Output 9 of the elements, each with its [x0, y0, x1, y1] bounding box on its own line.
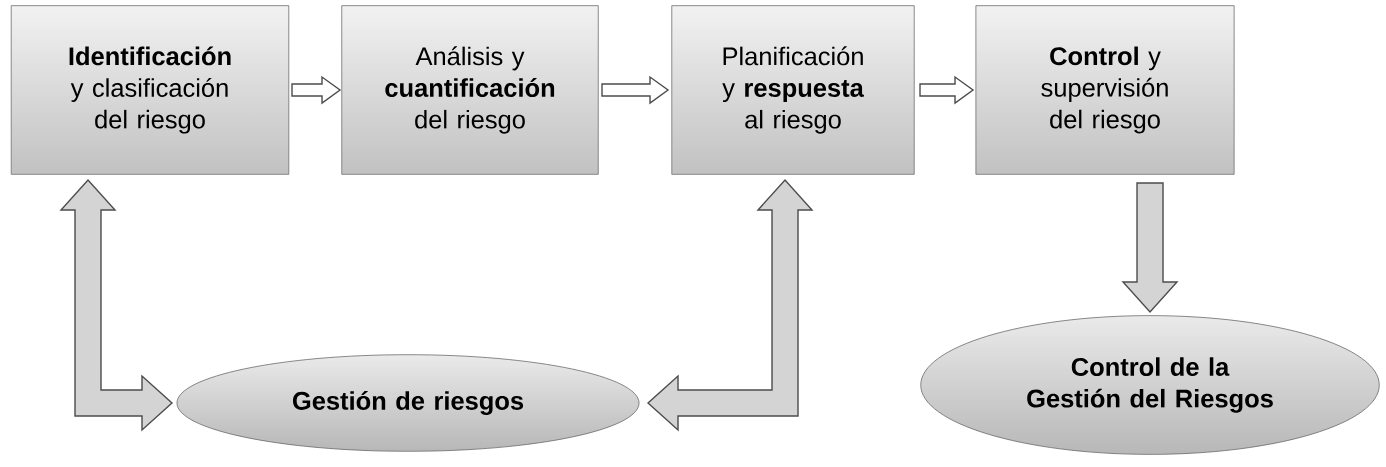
process-box: Planificación y respuesta al riesgo [671, 5, 915, 175]
block-arrow [1121, 182, 1179, 314]
block-arrow [601, 75, 670, 105]
process-box: Control y supervisión del riesgo [975, 5, 1235, 175]
process-box: Análisis y cuantificación del riesgo [341, 5, 599, 175]
block-arrow [646, 178, 814, 432]
process-box: Identificación y clasificación del riesgo [10, 5, 290, 175]
block-arrow [291, 75, 342, 105]
block-arrow [919, 75, 975, 105]
